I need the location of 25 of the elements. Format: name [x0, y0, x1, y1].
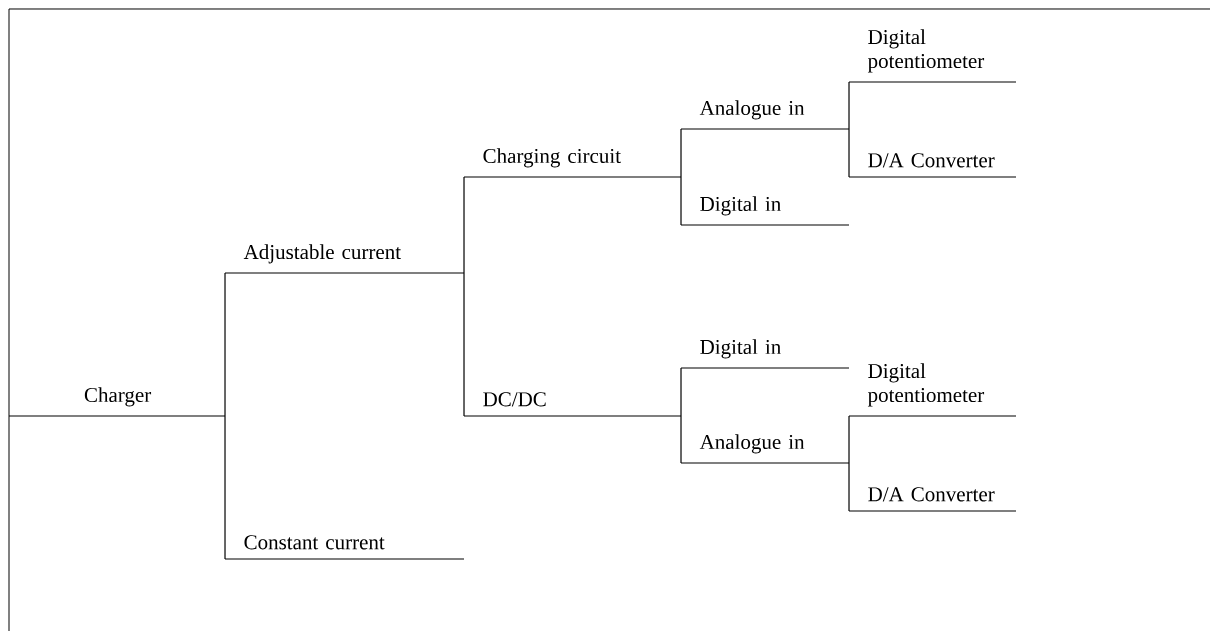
branch-label: Charger — [8, 387, 226, 417]
branch-label: DC/DC — [463, 392, 682, 417]
connector-line — [848, 128, 850, 178]
branch-label: D/A Converter — [848, 487, 1017, 512]
connector-line — [224, 272, 226, 417]
connector-line — [463, 272, 465, 417]
connector-line — [224, 415, 226, 560]
connector-line — [680, 415, 682, 464]
branch-label: Digital in — [680, 339, 850, 369]
connector-line — [680, 128, 682, 178]
branch-label: Digital potentiometer — [848, 363, 1017, 417]
connector-line — [680, 176, 682, 226]
connector-line — [463, 176, 465, 274]
branch-label: Adjustable current — [224, 244, 465, 274]
branch-label: Constant current — [224, 535, 465, 560]
branch-label: Digital potentiometer — [848, 29, 1017, 83]
connector-line — [680, 367, 682, 417]
branch-label: D/A Converter — [848, 153, 1017, 178]
connector-line — [848, 415, 850, 464]
branch-label: Analogue in — [680, 100, 850, 130]
branch-label: Analogue in — [680, 434, 850, 464]
connector-line — [848, 81, 850, 130]
branch-label: Digital in — [680, 196, 850, 226]
connector-line — [848, 462, 850, 512]
branch-label: Charging circuit — [463, 148, 682, 178]
